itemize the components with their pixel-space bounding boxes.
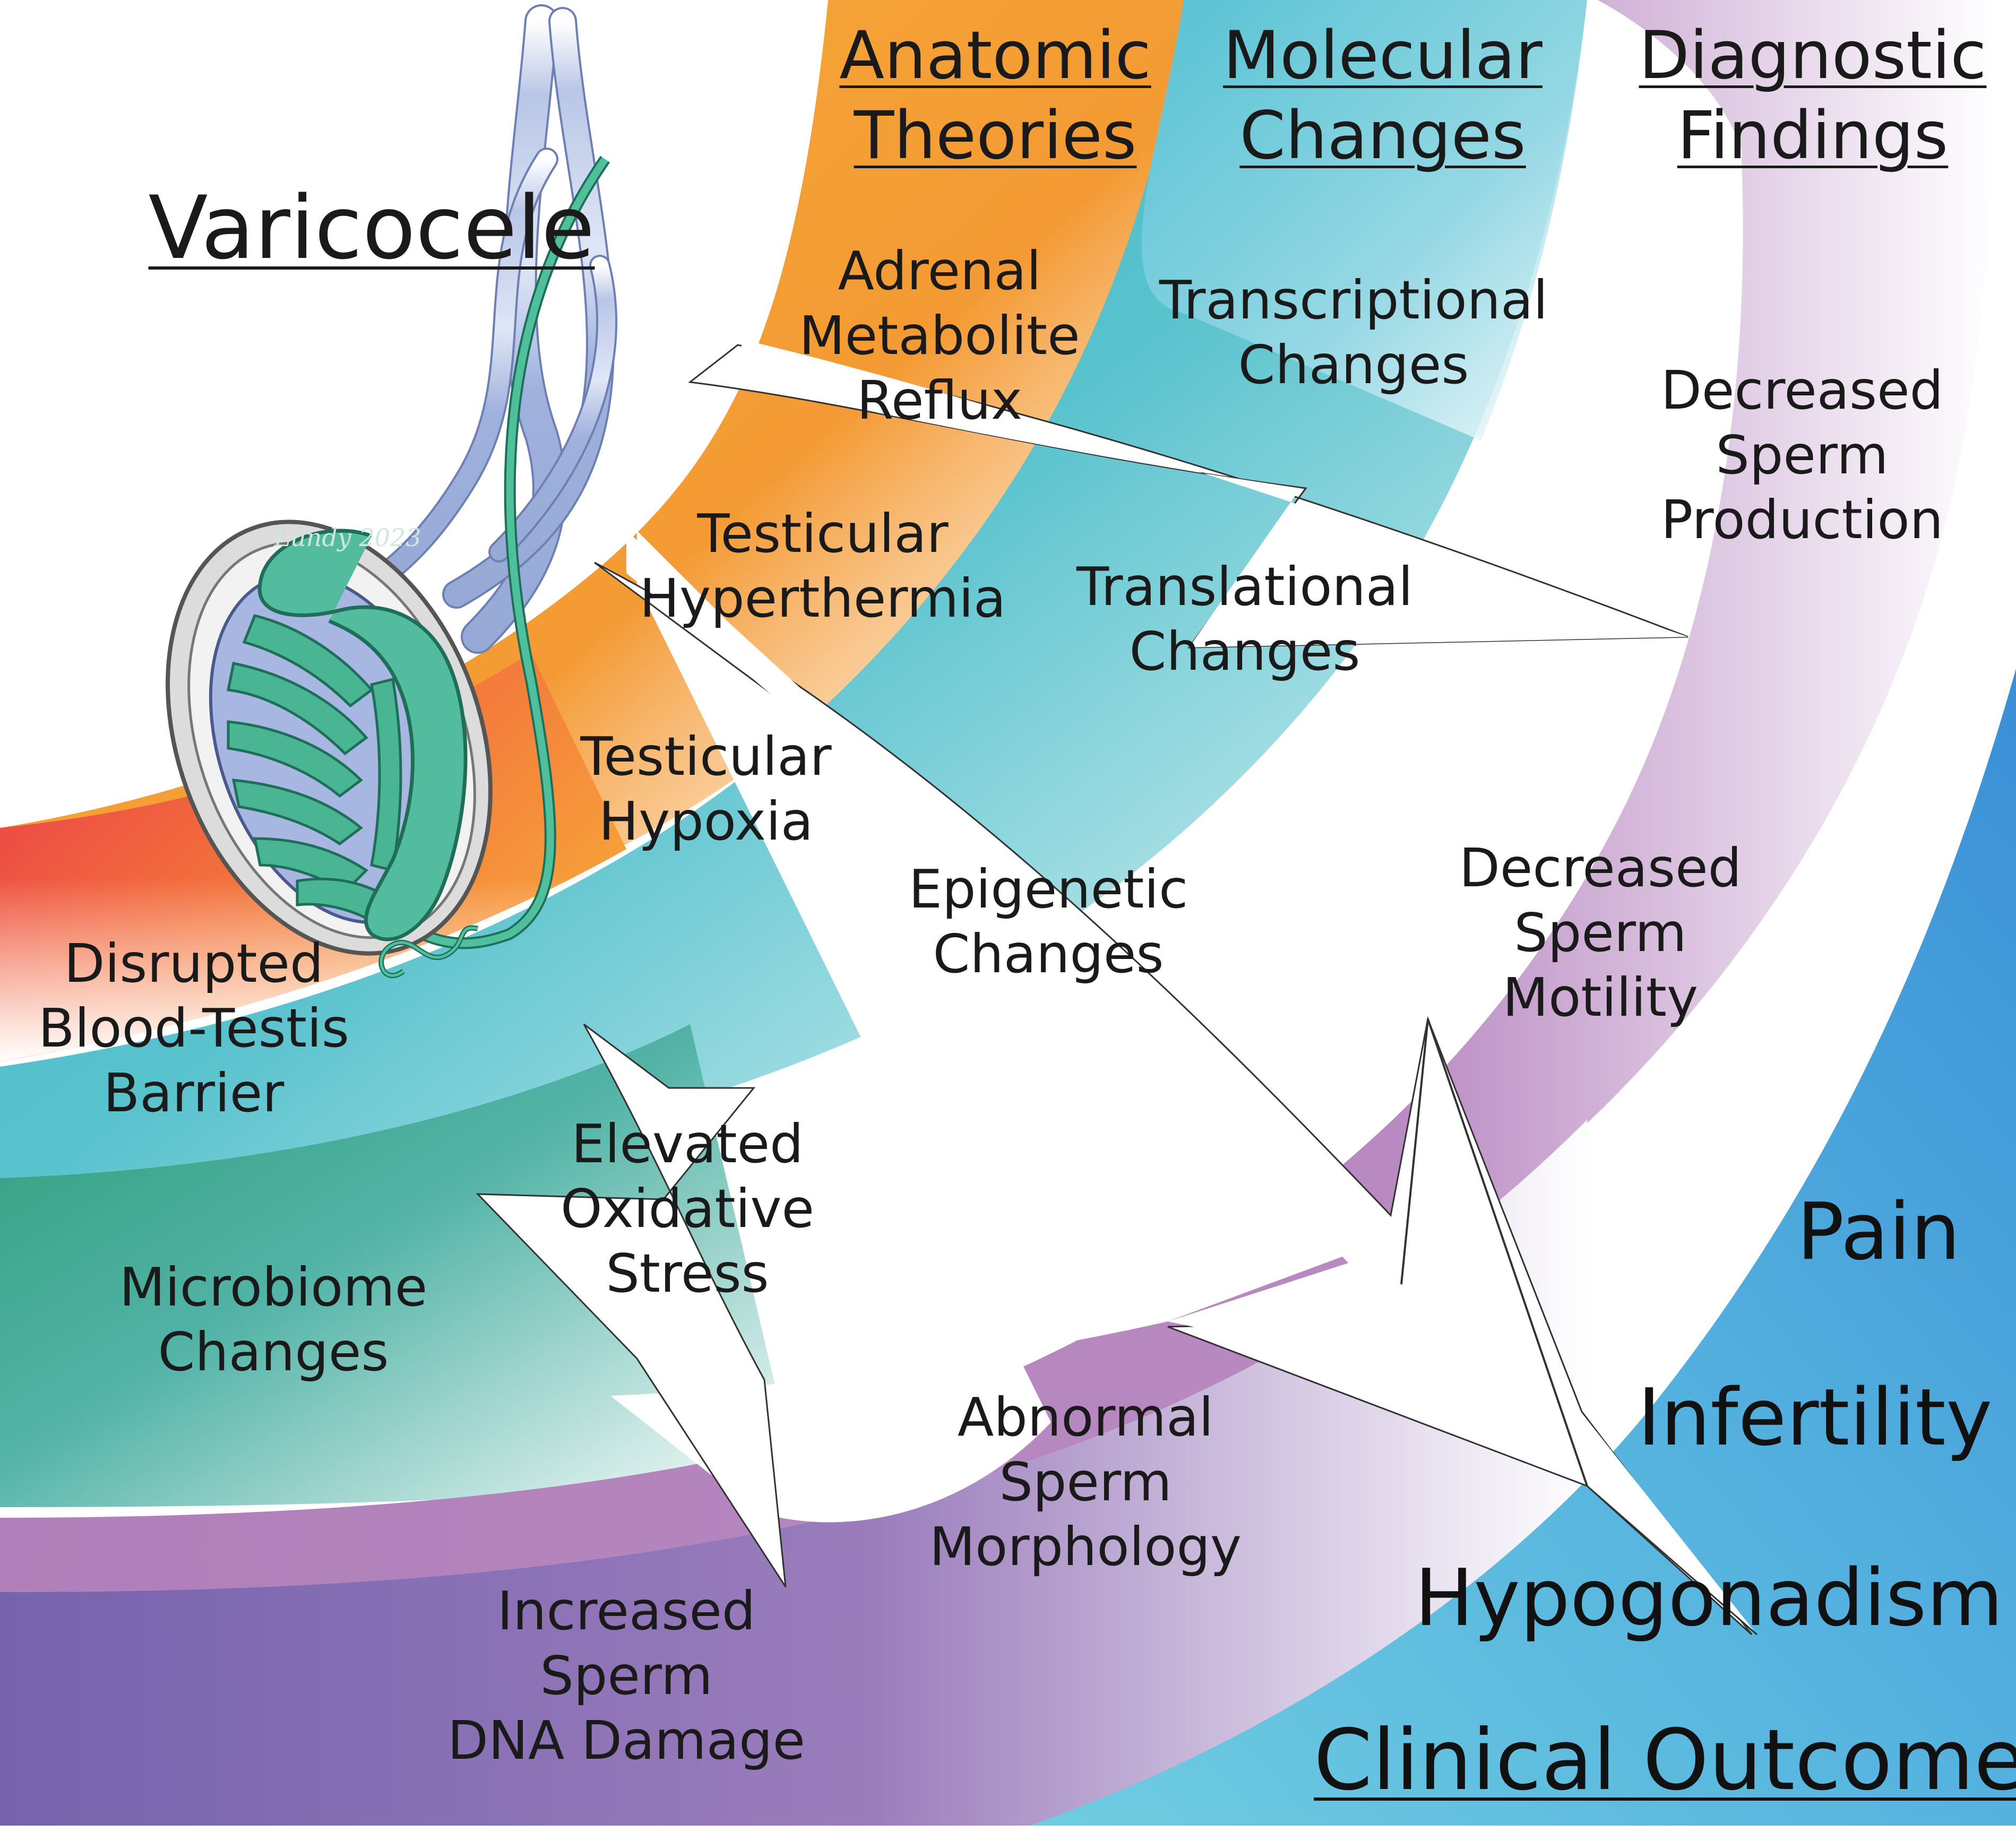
arrow-top-right [733,340,1688,647]
outcome-infertility: Infertility [1638,1372,1993,1463]
heading-clinical-outcomes: Clinical Outcomes [1314,1712,2016,1809]
outcome-pain: Pain [1797,1186,1961,1277]
main-arrow [626,531,1757,1635]
page-title: Varicocele [148,177,595,279]
artist-signature: Lundy 2023 [274,523,421,552]
testis-illustration [166,4,617,978]
band-blue [1030,669,2016,1826]
band-green [0,1024,796,1507]
band-violet [0,1120,1592,1826]
outcome-hypogonadism: Hypogonadism [1415,1552,2003,1644]
